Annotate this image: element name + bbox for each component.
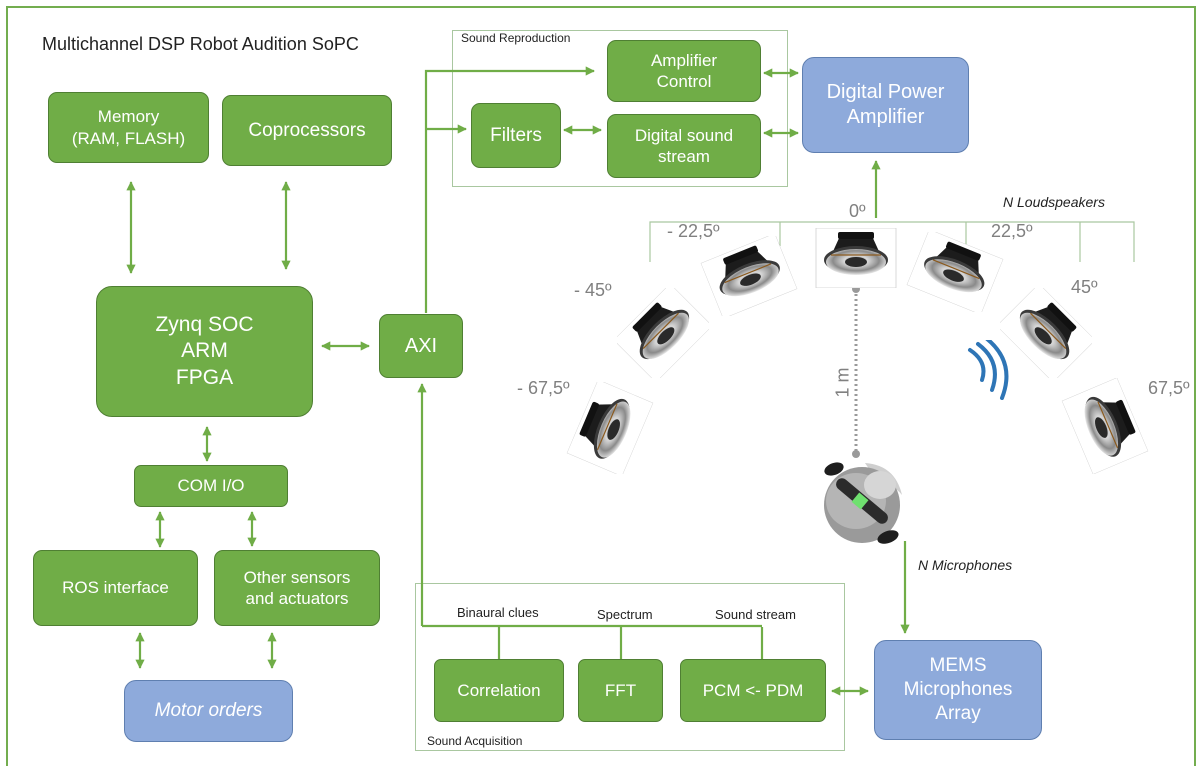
loudspeaker-22 [906,232,1004,312]
angle-label-m67: - 67,5º [517,378,570,398]
robot-head-icon [824,462,902,544]
fft-block: FFT [578,659,663,722]
angle-label-0: 0º [849,201,866,221]
angle-label-45: 45º [1071,277,1098,297]
pcm-pdm-block: PCM <- PDM [680,659,826,722]
axi-block: AXI [379,314,463,378]
binaural-clues-label: Binaural clues [457,605,539,620]
sound-acquisition-label: Sound Acquisition [427,734,523,748]
loudspeaker-m22 [700,236,798,316]
coprocessors-block: Coprocessors [222,95,392,166]
sound-reproduction-label: Sound Reproduction [461,31,571,45]
distance-label: 1 m [832,367,853,398]
angle-label-22: 22,5º [991,221,1033,241]
motor-orders-block: Motor orders [124,680,293,742]
loudspeaker-0 [815,228,897,288]
amplifier-control-block: Amplifier Control [607,40,761,102]
memory-block: Memory (RAM, FLASH) [48,92,209,163]
spectrum-label: Spectrum [597,607,653,622]
loudspeaker-67 [1061,378,1149,474]
loudspeaker-m67 [566,382,654,474]
mems-microphones-block: MEMS Microphones Array [874,640,1042,740]
filters-block: Filters [471,103,561,168]
com-io-block: COM I/O [134,465,288,507]
microphones-label: N Microphones [918,557,1013,573]
zynq-soc-block: Zynq SOC ARM FPGA [96,286,313,417]
sound-waves-icon [968,340,1009,400]
diagram-title: Multichannel DSP Robot Audition SoPC [42,34,359,54]
sound-stream-label: Sound stream [715,607,796,622]
angle-label-67: 67,5º [1148,378,1190,398]
digital-sound-stream-block: Digital sound stream [607,114,761,178]
other-sensors-block: Other sensors and actuators [214,550,380,626]
angle-label-m22: - 22,5º [667,221,720,241]
sound-reproduction-group [452,30,788,187]
loudspeaker-m45 [617,288,709,378]
correlation-block: Correlation [434,659,564,722]
angle-label-m45: - 45º [574,280,612,300]
ros-interface-block: ROS interface [33,550,198,626]
digital-power-amplifier-block: Digital Power Amplifier [802,57,969,153]
diagram-frame [6,6,1196,766]
sound-acquisition-group [415,583,845,751]
loudspeakers-label: N Loudspeakers [1003,194,1105,210]
